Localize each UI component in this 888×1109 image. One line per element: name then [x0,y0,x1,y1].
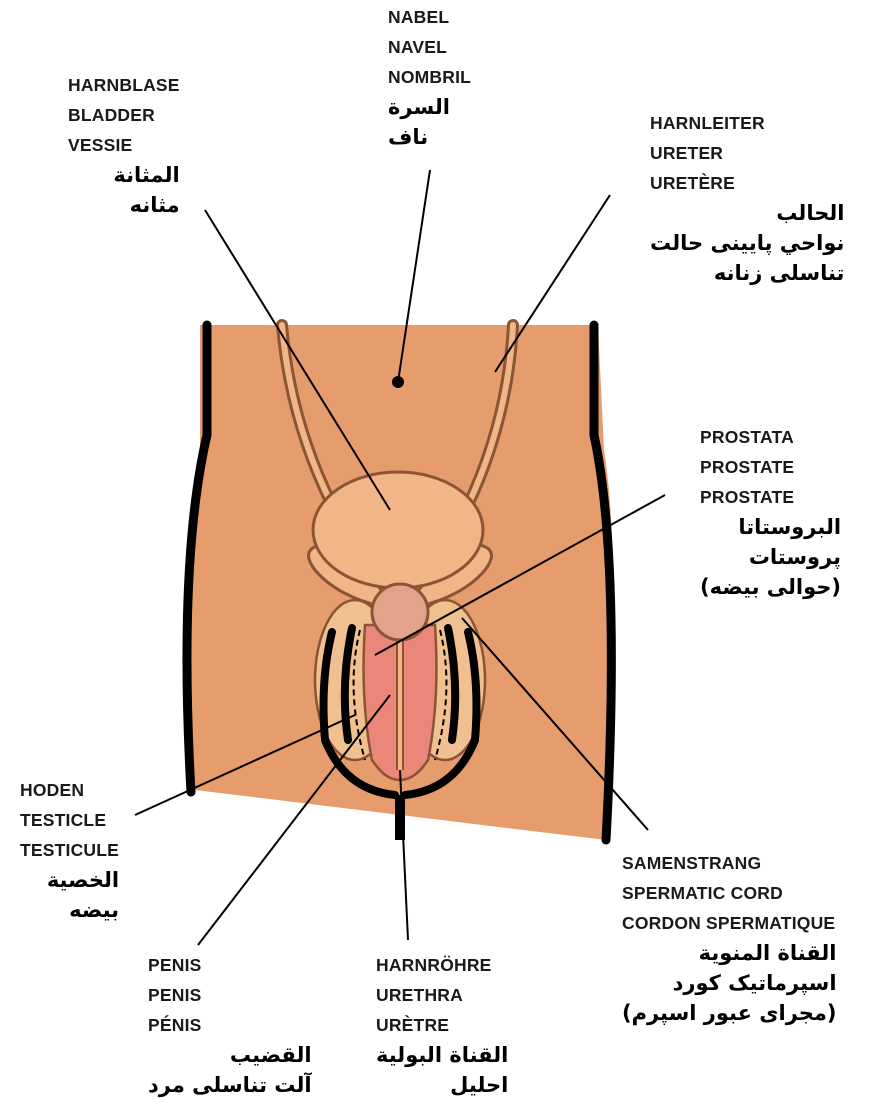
navel-fa: ناف [388,122,471,152]
bladder-shape [313,472,483,588]
navel-en: NAVEL [388,32,471,62]
urethra-fa: احليل [376,1070,508,1100]
urethra-ar: القناة البولية [376,1040,508,1070]
urethra-label: HARNRÖHRE URETHRA URÈTRE القناة البولية … [376,950,508,1100]
testicle-label: HODEN TESTICLE TESTICULE الخصية بيضه [20,775,119,925]
spermatic-cord-label: SAMENSTRANG SPERMATIC CORD CORDON SPERMA… [622,848,837,1028]
spermatic-cord-fr: CORDON SPERMATIQUE [622,908,837,938]
penis-de: PENIS [148,950,312,980]
penis-en: PENIS [148,980,312,1010]
navel-ar: السرة [388,92,471,122]
urethra-fr: URÈTRE [376,1010,508,1040]
prostate-label: PROSTATA PROSTATE PROSTATE البروستاتا پر… [700,422,841,602]
penis-fa: آلت تناسلی مرد [148,1070,312,1100]
urethra-de: HARNRÖHRE [376,950,508,980]
ureter-de: HARNLEITER [650,108,844,138]
spermatic-cord-fa-2: (مجرای عبور اسپرم) [622,998,837,1028]
prostate-shape [372,584,428,640]
prostate-fr: PROSTATE [700,482,841,512]
testicle-fa: بيضه [20,895,119,925]
ureter-en: URETER [650,138,844,168]
spermatic-cord-ar: القناة المنوية [622,938,837,968]
spermatic-cord-de: SAMENSTRANG [622,848,837,878]
ureter-label: HARNLEITER URETER URETÈRE الحالب نواحي پ… [650,108,844,288]
bladder-fr: VESSIE [68,130,180,160]
ureter-ar: الحالب [650,198,844,228]
prostate-de: PROSTATA [700,422,841,452]
spermatic-cord-en: SPERMATIC CORD [622,878,837,908]
ureter-fr: URETÈRE [650,168,844,198]
bladder-label: HARNBLASE BLADDER VESSIE المثانة مثانه [68,70,180,220]
navel-de: NABEL [388,2,471,32]
spermatic-cord-fa-1: اسپرماتيک کورد [622,968,837,998]
testicle-fr: TESTICULE [20,835,119,865]
penis-fr: PÉNIS [148,1010,312,1040]
bladder-de: HARNBLASE [68,70,180,100]
penis-label: PENIS PENIS PÉNIS القضيب آلت تناسلی مرد [148,950,312,1100]
testicle-ar: الخصية [20,865,119,895]
bladder-en: BLADDER [68,100,180,130]
ureter-fa-2: تناسلی زنانه [650,258,844,288]
navel-label: NABEL NAVEL NOMBRIL السرة ناف [388,2,471,152]
testicle-de: HODEN [20,775,119,805]
prostate-fa-1: پروستات [700,542,841,572]
urethra-en: URETHRA [376,980,508,1010]
navel-fr: NOMBRIL [388,62,471,92]
penis-ar: القضيب [148,1040,312,1070]
testicle-en: TESTICLE [20,805,119,835]
bladder-fa: مثانه [68,190,180,220]
prostate-ar: البروستاتا [700,512,841,542]
prostate-fa-2: (حوالی بيضه) [700,572,841,602]
bladder-ar: المثانة [68,160,180,190]
ureter-fa-1: نواحي پايينی حالت [650,228,844,258]
prostate-en: PROSTATE [700,452,841,482]
